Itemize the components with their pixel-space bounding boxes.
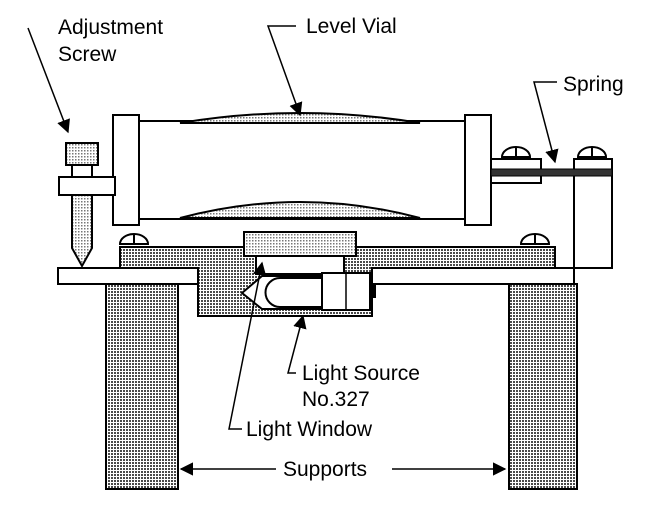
adjustment-screw-label-line1: Adjustment [58,16,163,39]
light-window-recess [255,255,345,275]
adjustment-screw [58,142,116,269]
spring-arrow [533,81,559,164]
base-screw-right [519,233,551,245]
spring-label: Spring [563,73,624,96]
base-screw-left [118,233,150,245]
light-source-arrow [287,314,307,374]
base-plate [57,158,613,285]
light-source-label-line1: Light Source [302,362,420,385]
spring [490,168,613,177]
level-vial [112,111,492,226]
light-window-arrow [228,261,267,430]
light-source-label-line2: No.327 [302,388,370,411]
right-support [508,283,578,490]
light-window-label: Light Window [246,418,373,441]
light-window-block [243,231,357,257]
supports-label: Supports [283,458,367,481]
spring-screw-left [500,146,532,158]
light-source-bulb [240,272,376,311]
adjustment-screw-arrow [27,27,70,134]
adjustment-screw-label-line2: Screw [58,43,117,66]
left-support [105,283,179,490]
spring-screw-right [576,146,608,158]
level-vial-label: Level Vial [306,15,397,38]
level-vial-arrow [266,25,303,117]
